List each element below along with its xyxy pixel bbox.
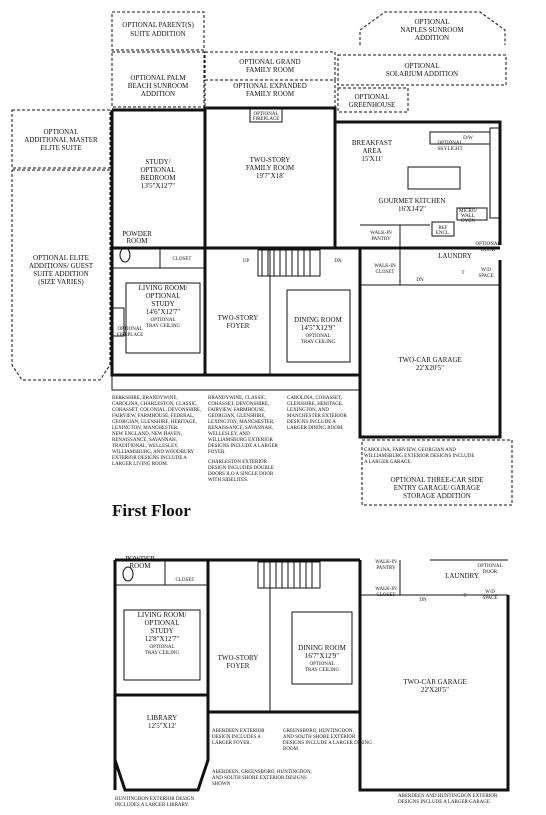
floor-title: First Floor [112, 501, 191, 520]
dn-label: DN [334, 259, 342, 264]
note-left: BERKSHIRE, BRANDYWINE,CAROLINA, CHARLEST… [112, 396, 201, 467]
b-closet-label: CLOSET [176, 578, 195, 583]
dw-label: D/W [463, 136, 473, 141]
laundry-label: LAUNDRY [438, 252, 472, 260]
b-note-shown: ABERDEEN, GREENSBORO, HUNTINGDON,AND SOU… [212, 770, 312, 787]
note-right: CAROLINA, COHASSET,GLENSHIRE, HERITAGE,L… [287, 396, 348, 431]
b-t-label: T [463, 594, 466, 599]
dn2-label: DN [416, 278, 424, 283]
note-middle: BRANDYWINE, CLASSIC,COHASSET, DEVONSHIRE… [208, 396, 279, 455]
t-label: T [461, 271, 464, 276]
b-dn-label: DN [419, 598, 427, 603]
top-plan-walls [110, 106, 502, 439]
parents-suite-label: OPTIONAL PARENT(S)SUITE ADDITION [122, 21, 194, 38]
bottom-plan-walls [113, 558, 510, 792]
b-laundry-label: LAUNDRY [445, 572, 479, 580]
top-plan-labels: OPTIONAL PARENT(S)SUITE ADDITION OPTIONA… [24, 18, 500, 372]
top-plan-notes: BERKSHIRE, BRANDYWINE,CAROLINA, CHARLEST… [112, 396, 474, 483]
up-label: UP [243, 259, 250, 264]
b-note-dining: GREENSBORO, HUNTINGDON,AND SOUTH SHORE E… [283, 729, 372, 752]
closet-label: CLOSET [173, 257, 192, 262]
